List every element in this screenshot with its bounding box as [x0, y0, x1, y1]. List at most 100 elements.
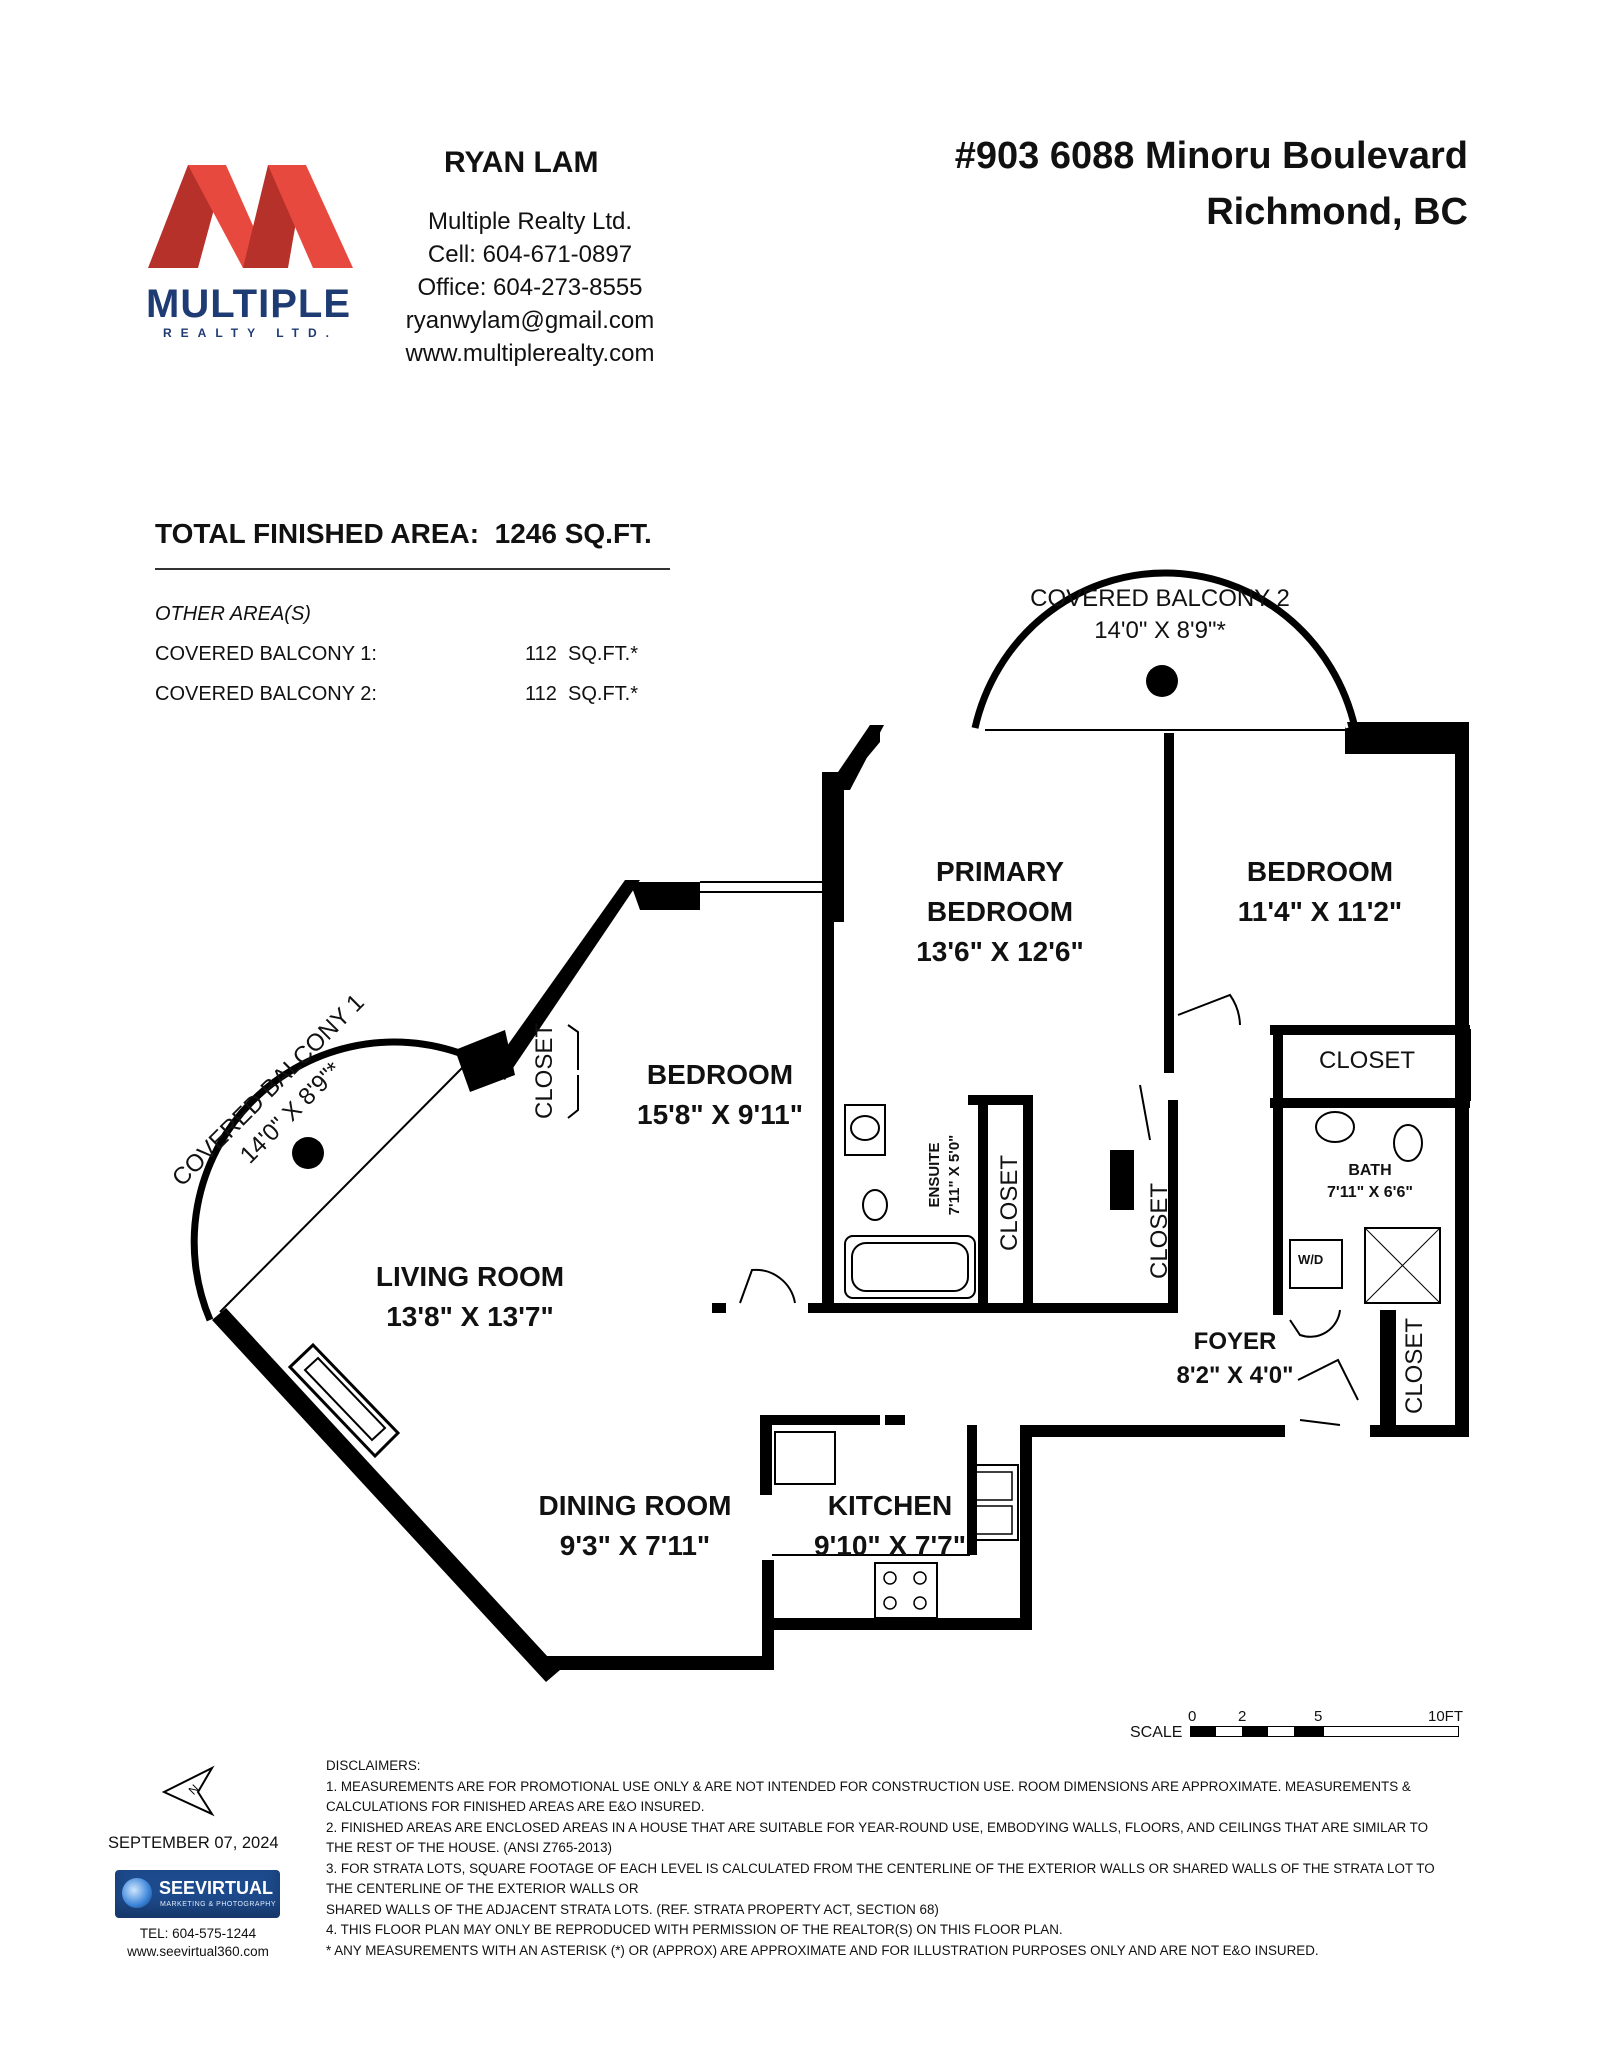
agent-website[interactable]: www.multiplerealty.com	[405, 340, 655, 367]
primary-bedroom-dim: 13'6" X 12'6"	[916, 936, 1084, 967]
other-areas-heading: OTHER AREA(S)	[155, 603, 311, 625]
photographer-tel: TEL: 604-575-1244	[139, 1926, 257, 1941]
disclaimer-line-6: THE CENTERLINE OF THE EXTERIOR WALLS OR	[326, 1881, 639, 1896]
floor-plan-walls	[212, 722, 1470, 1682]
disclaimer-line-8: 4. THIS FLOOR PLAN MAY ONLY BE REPRODUCE…	[326, 1922, 1063, 1937]
disclaimer-line-9: * ANY MEASUREMENTS WITH AN ASTERISK (*) …	[326, 1942, 1319, 1958]
scale-tick-2: 2	[1238, 1708, 1247, 1725]
door-swings	[567, 993, 1359, 1426]
ensuite-dim: 7'11" X 5'0"	[946, 1134, 963, 1216]
kitchen-label: KITCHEN 9'10" X 7'7"	[780, 1486, 1000, 1566]
disclaimer-line-7: SHARED WALLS OF THE ADJACENT STRATA LOTS…	[326, 1901, 939, 1917]
agent-name: RYAN LAM	[444, 146, 599, 179]
kitchen-name: KITCHEN	[827, 1490, 953, 1521]
total-area-label: TOTAL FINISHED AREA:	[155, 518, 480, 549]
scale-tick-5: 5	[1314, 1708, 1323, 1725]
balcony-2-outline	[971, 569, 1359, 729]
area-divider	[155, 568, 670, 570]
scale-label: SCALE	[1130, 1724, 1183, 1741]
closet-label-hall: CLOSET	[1146, 1182, 1173, 1280]
total-finished-area: TOTAL FINISHED AREA: 1246 SQ.FT.	[155, 518, 652, 550]
balcony-2-name: COVERED BALCONY 2	[1030, 585, 1290, 612]
bath-sink	[1315, 1111, 1355, 1143]
closet-label-foyer: CLOSET	[1401, 1317, 1428, 1415]
balcony-2-marker	[1146, 665, 1178, 697]
closet-label-primary: CLOSET	[996, 1154, 1023, 1252]
other-area-2-value: 112 SQ.FT.*	[525, 683, 639, 705]
bathtub	[844, 1235, 976, 1299]
multiple-realty-logo-mark	[148, 165, 353, 268]
dining-room-label: DINING ROOM 9'3" X 7'11"	[515, 1486, 755, 1566]
living-room-name: LIVING ROOM	[375, 1261, 565, 1292]
disclaimer-line-2: CALCULATIONS FOR FINISHED AREAS ARE E&O …	[326, 1799, 705, 1814]
bedroom-left-name: BEDROOM	[646, 1059, 794, 1090]
washer-dryer-label: W/D	[1298, 1252, 1324, 1267]
plan-date: SEPTEMBER 07, 2024	[108, 1834, 279, 1852]
seevirtual-tagline: MARKETING & PHOTOGRAPHY	[160, 1901, 276, 1908]
disclaimer-line-4: THE REST OF THE HOUSE. (ANSI Z765-2013)	[326, 1840, 612, 1855]
shower	[1364, 1227, 1441, 1304]
kitchen-dim: 9'10" X 7'7"	[814, 1530, 966, 1561]
balcony-2-dim: 14'0" X 8'9"*	[1094, 617, 1226, 644]
disclaimer-line-3: 2. FINISHED AREAS ARE ENCLOSED AREAS IN …	[326, 1819, 1429, 1835]
bath-label: BATH 7'11" X 6'6"	[1295, 1160, 1445, 1204]
photographer-web[interactable]: www.seevirtual360.com	[127, 1944, 269, 1959]
scale-tick-0: 0	[1188, 1708, 1197, 1725]
bedroom-right-dim: 11'4" X 11'2"	[1237, 896, 1403, 927]
agent-email[interactable]: ryanwylam@gmail.com	[405, 307, 655, 334]
disclaimer-heading: DISCLAIMERS:	[326, 1758, 421, 1773]
other-area-1-value: 112 SQ.FT.*	[525, 643, 639, 665]
total-area-value: 1246 SQ.FT.	[494, 518, 652, 549]
washer-dryer	[1289, 1239, 1343, 1289]
dining-room-dim: 9'3" X 7'11"	[559, 1530, 711, 1561]
agent-office: Office: 604-273-8555	[417, 274, 643, 301]
seevirtual-name: SEEVIRTUAL	[159, 1878, 274, 1898]
closet-label-right-bedroom: CLOSET	[1318, 1047, 1416, 1074]
agent-contact-block: Multiple Realty Ltd. Cell: 604-671-0897 …	[360, 205, 700, 370]
disclaimers: DISCLAIMERS: 1. MEASUREMENTS ARE FOR PRO…	[326, 1756, 1506, 1961]
other-area-1-label: COVERED BALCONY 1:	[155, 643, 377, 665]
bedroom-right-label: BEDROOM 11'4" X 11'2"	[1195, 852, 1445, 932]
foyer-label: FOYER 8'2" X 4'0"	[1145, 1325, 1325, 1393]
foyer-dim: 8'2" X 4'0"	[1176, 1362, 1294, 1389]
ensuite-label: ENSUITE 7'11" X 5'0"	[925, 1105, 965, 1245]
primary-bedroom-name-2: BEDROOM	[926, 896, 1074, 927]
seevirtual-logo: SEEVIRTUAL MARKETING & PHOTOGRAPHY	[115, 1870, 280, 1918]
stove	[874, 1562, 938, 1619]
disclaimer-line-1: 1. MEASUREMENTS ARE FOR PROMOTIONAL USE …	[326, 1778, 1411, 1794]
bedroom-left-dim: 15'8" X 9'11"	[637, 1099, 803, 1130]
primary-bedroom-label: PRIMARY BEDROOM 13'6" X 12'6"	[880, 852, 1120, 972]
scale-bar	[1190, 1726, 1459, 1737]
property-address: #903 6088 Minoru Boulevard Richmond, BC	[768, 128, 1468, 240]
address-line-1: #903 6088 Minoru Boulevard	[954, 135, 1468, 177]
dining-room-name: DINING ROOM	[538, 1490, 732, 1521]
balcony-2-label: COVERED BALCONY 2 14'0" X 8'9"*	[1005, 583, 1315, 647]
foyer-name: FOYER	[1193, 1328, 1277, 1355]
primary-bedroom-name-1: PRIMARY	[935, 856, 1065, 887]
bath-name: BATH	[1348, 1162, 1392, 1179]
other-area-2-label: COVERED BALCONY 2:	[155, 683, 377, 705]
logo-subtitle: REALTY LTD.	[163, 326, 338, 340]
disclaimer-line-5: 3. FOR STRATA LOTS, SQUARE FOOTAGE OF EA…	[326, 1860, 1435, 1876]
ensuite-sink	[844, 1104, 886, 1156]
agent-cell: Cell: 604-671-0897	[427, 241, 633, 268]
kitchen-sink	[969, 1464, 1019, 1541]
ensuite-toilet	[862, 1189, 888, 1221]
scale-tick-10: 10FT	[1428, 1708, 1464, 1725]
bath-toilet	[1393, 1124, 1423, 1162]
logo-wordmark: MULTIPLE	[146, 282, 352, 326]
closet-label-left-bedroom: CLOSET	[531, 1022, 558, 1120]
living-room-label: LIVING ROOM 13'8" X 13'7"	[345, 1257, 595, 1337]
balcony-1-outline	[190, 1038, 467, 1322]
bedroom-left-label: BEDROOM 15'8" X 9'11"	[600, 1055, 840, 1135]
seevirtual-swirl-icon	[122, 1878, 152, 1908]
agent-company: Multiple Realty Ltd.	[427, 208, 633, 235]
address-line-2: Richmond, BC	[1206, 191, 1468, 233]
balcony-1-marker	[292, 1137, 324, 1169]
fridge	[774, 1431, 836, 1485]
bedroom-right-name: BEDROOM	[1246, 856, 1394, 887]
living-room-dim: 13'8" X 13'7"	[386, 1301, 554, 1332]
fireplace	[287, 1342, 401, 1459]
bath-dim: 7'11" X 6'6"	[1327, 1184, 1413, 1201]
